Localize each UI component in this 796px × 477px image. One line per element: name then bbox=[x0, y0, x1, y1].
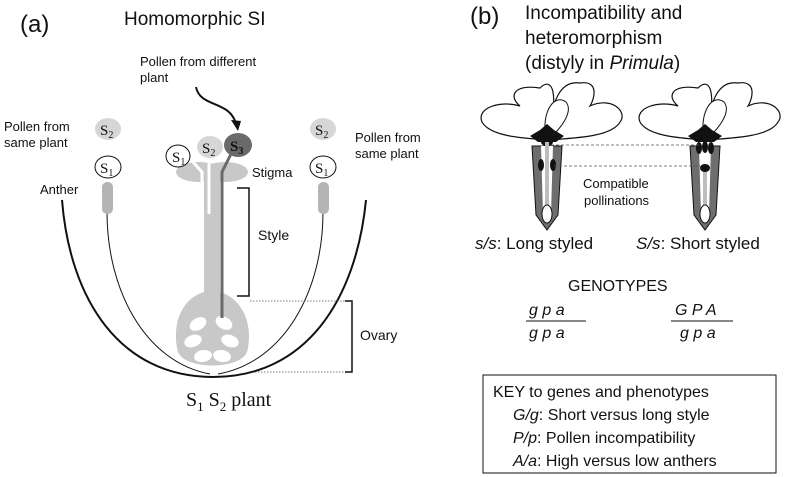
pistil bbox=[175, 149, 250, 366]
pollen-different-label-line2: plant bbox=[140, 70, 169, 85]
genotype-short-bottom: g p a bbox=[680, 325, 716, 342]
ovary-shape bbox=[175, 292, 250, 366]
pollen-same-right-line2: same plant bbox=[355, 146, 419, 161]
panel-b: (b) Incompatibility and heteromorphism (… bbox=[470, 3, 781, 474]
svg-text:S1: S1 bbox=[100, 161, 113, 179]
panel-b-title-line2: heteromorphism bbox=[525, 28, 662, 49]
short-styled-label: S/s: Short styled bbox=[636, 234, 760, 253]
long-styled-flower bbox=[480, 82, 623, 231]
pollen-different-label-line1: Pollen from different bbox=[140, 54, 256, 69]
pollen-grain-s2-right: S2 bbox=[310, 118, 336, 141]
ovule bbox=[221, 334, 239, 348]
pollen-grain-s2-left: S2 bbox=[95, 118, 121, 141]
style-column bbox=[204, 172, 220, 302]
key-title: KEY to genes and phenotypes bbox=[493, 384, 709, 401]
right-filament bbox=[217, 211, 324, 375]
genotype-long-bottom: g p a bbox=[529, 325, 565, 342]
ovule bbox=[184, 334, 202, 348]
compatible-label-line1: Compatible bbox=[583, 176, 649, 191]
pollen-grain-s1-right: S1 bbox=[309, 155, 337, 179]
long-styled-label: s/s: Long styled bbox=[475, 234, 593, 253]
short-styled-flower bbox=[638, 82, 781, 231]
genotype-long-top: g p a bbox=[529, 302, 565, 319]
panel-a-label: (a) bbox=[20, 11, 49, 38]
genotypes-heading: GENOTYPES bbox=[568, 278, 668, 295]
panel-b-title-line1: Incompatibility and bbox=[525, 3, 682, 24]
pollen-grain-s1-stigma: S1 bbox=[165, 144, 191, 168]
key-row-p: P/p: Pollen incompatibility bbox=[513, 430, 695, 447]
pollen-grain-s3-stigma: S3 bbox=[224, 133, 252, 157]
pollen-tube-s1 bbox=[191, 160, 204, 212]
pollen-same-left-line1: Pollen from bbox=[4, 119, 70, 134]
pollen-tube-s3 bbox=[220, 149, 235, 318]
ovule bbox=[215, 316, 233, 330]
svg-text:S2: S2 bbox=[100, 123, 113, 141]
key-box bbox=[482, 374, 777, 474]
left-anther bbox=[102, 182, 113, 214]
ovule bbox=[189, 317, 207, 331]
svg-text:S1: S1 bbox=[315, 161, 328, 179]
ovary-bracket bbox=[345, 300, 353, 373]
anther-label: Anther bbox=[40, 182, 79, 197]
stigma-label: Stigma bbox=[252, 165, 293, 180]
pollen-grain-s2-stigma: S2 bbox=[197, 136, 223, 159]
pollen-grain-s1-left: S1 bbox=[94, 155, 122, 179]
left-filament bbox=[106, 211, 211, 375]
panel-b-title-line3: (distyly in Primula) bbox=[525, 53, 680, 74]
ovary-label: Ovary bbox=[360, 327, 397, 343]
svg-text:S2: S2 bbox=[315, 123, 328, 141]
pollen-same-left-line2: same plant bbox=[4, 135, 68, 150]
ovule bbox=[213, 349, 231, 363]
style-bracket bbox=[237, 187, 250, 297]
pollen-same-right-line1: Pollen from bbox=[355, 130, 421, 145]
pollen-arrow bbox=[195, 86, 237, 125]
key-row-g: G/g: Short versus long style bbox=[513, 407, 710, 424]
compatible-label-line2: pollinations bbox=[584, 193, 650, 208]
svg-text:S1: S1 bbox=[172, 150, 185, 168]
panel-a: (a) Homomorphic SI bbox=[4, 9, 421, 414]
style-label: Style bbox=[258, 227, 289, 243]
flower-cup-outline bbox=[61, 199, 367, 379]
pollen-arrow-head bbox=[231, 120, 241, 131]
ovule bbox=[194, 349, 212, 363]
panel-a-title: Homomorphic SI bbox=[124, 9, 266, 30]
svg-text:S3: S3 bbox=[230, 139, 243, 157]
genotype-short-top: G P A bbox=[675, 302, 717, 319]
plant-genotype-label: S1 S2 plant bbox=[186, 389, 272, 414]
key-row-a: A/a: High versus low anthers bbox=[512, 453, 717, 470]
svg-text:S2: S2 bbox=[202, 141, 215, 159]
panel-b-label: (b) bbox=[470, 3, 499, 30]
right-anther bbox=[318, 182, 329, 214]
